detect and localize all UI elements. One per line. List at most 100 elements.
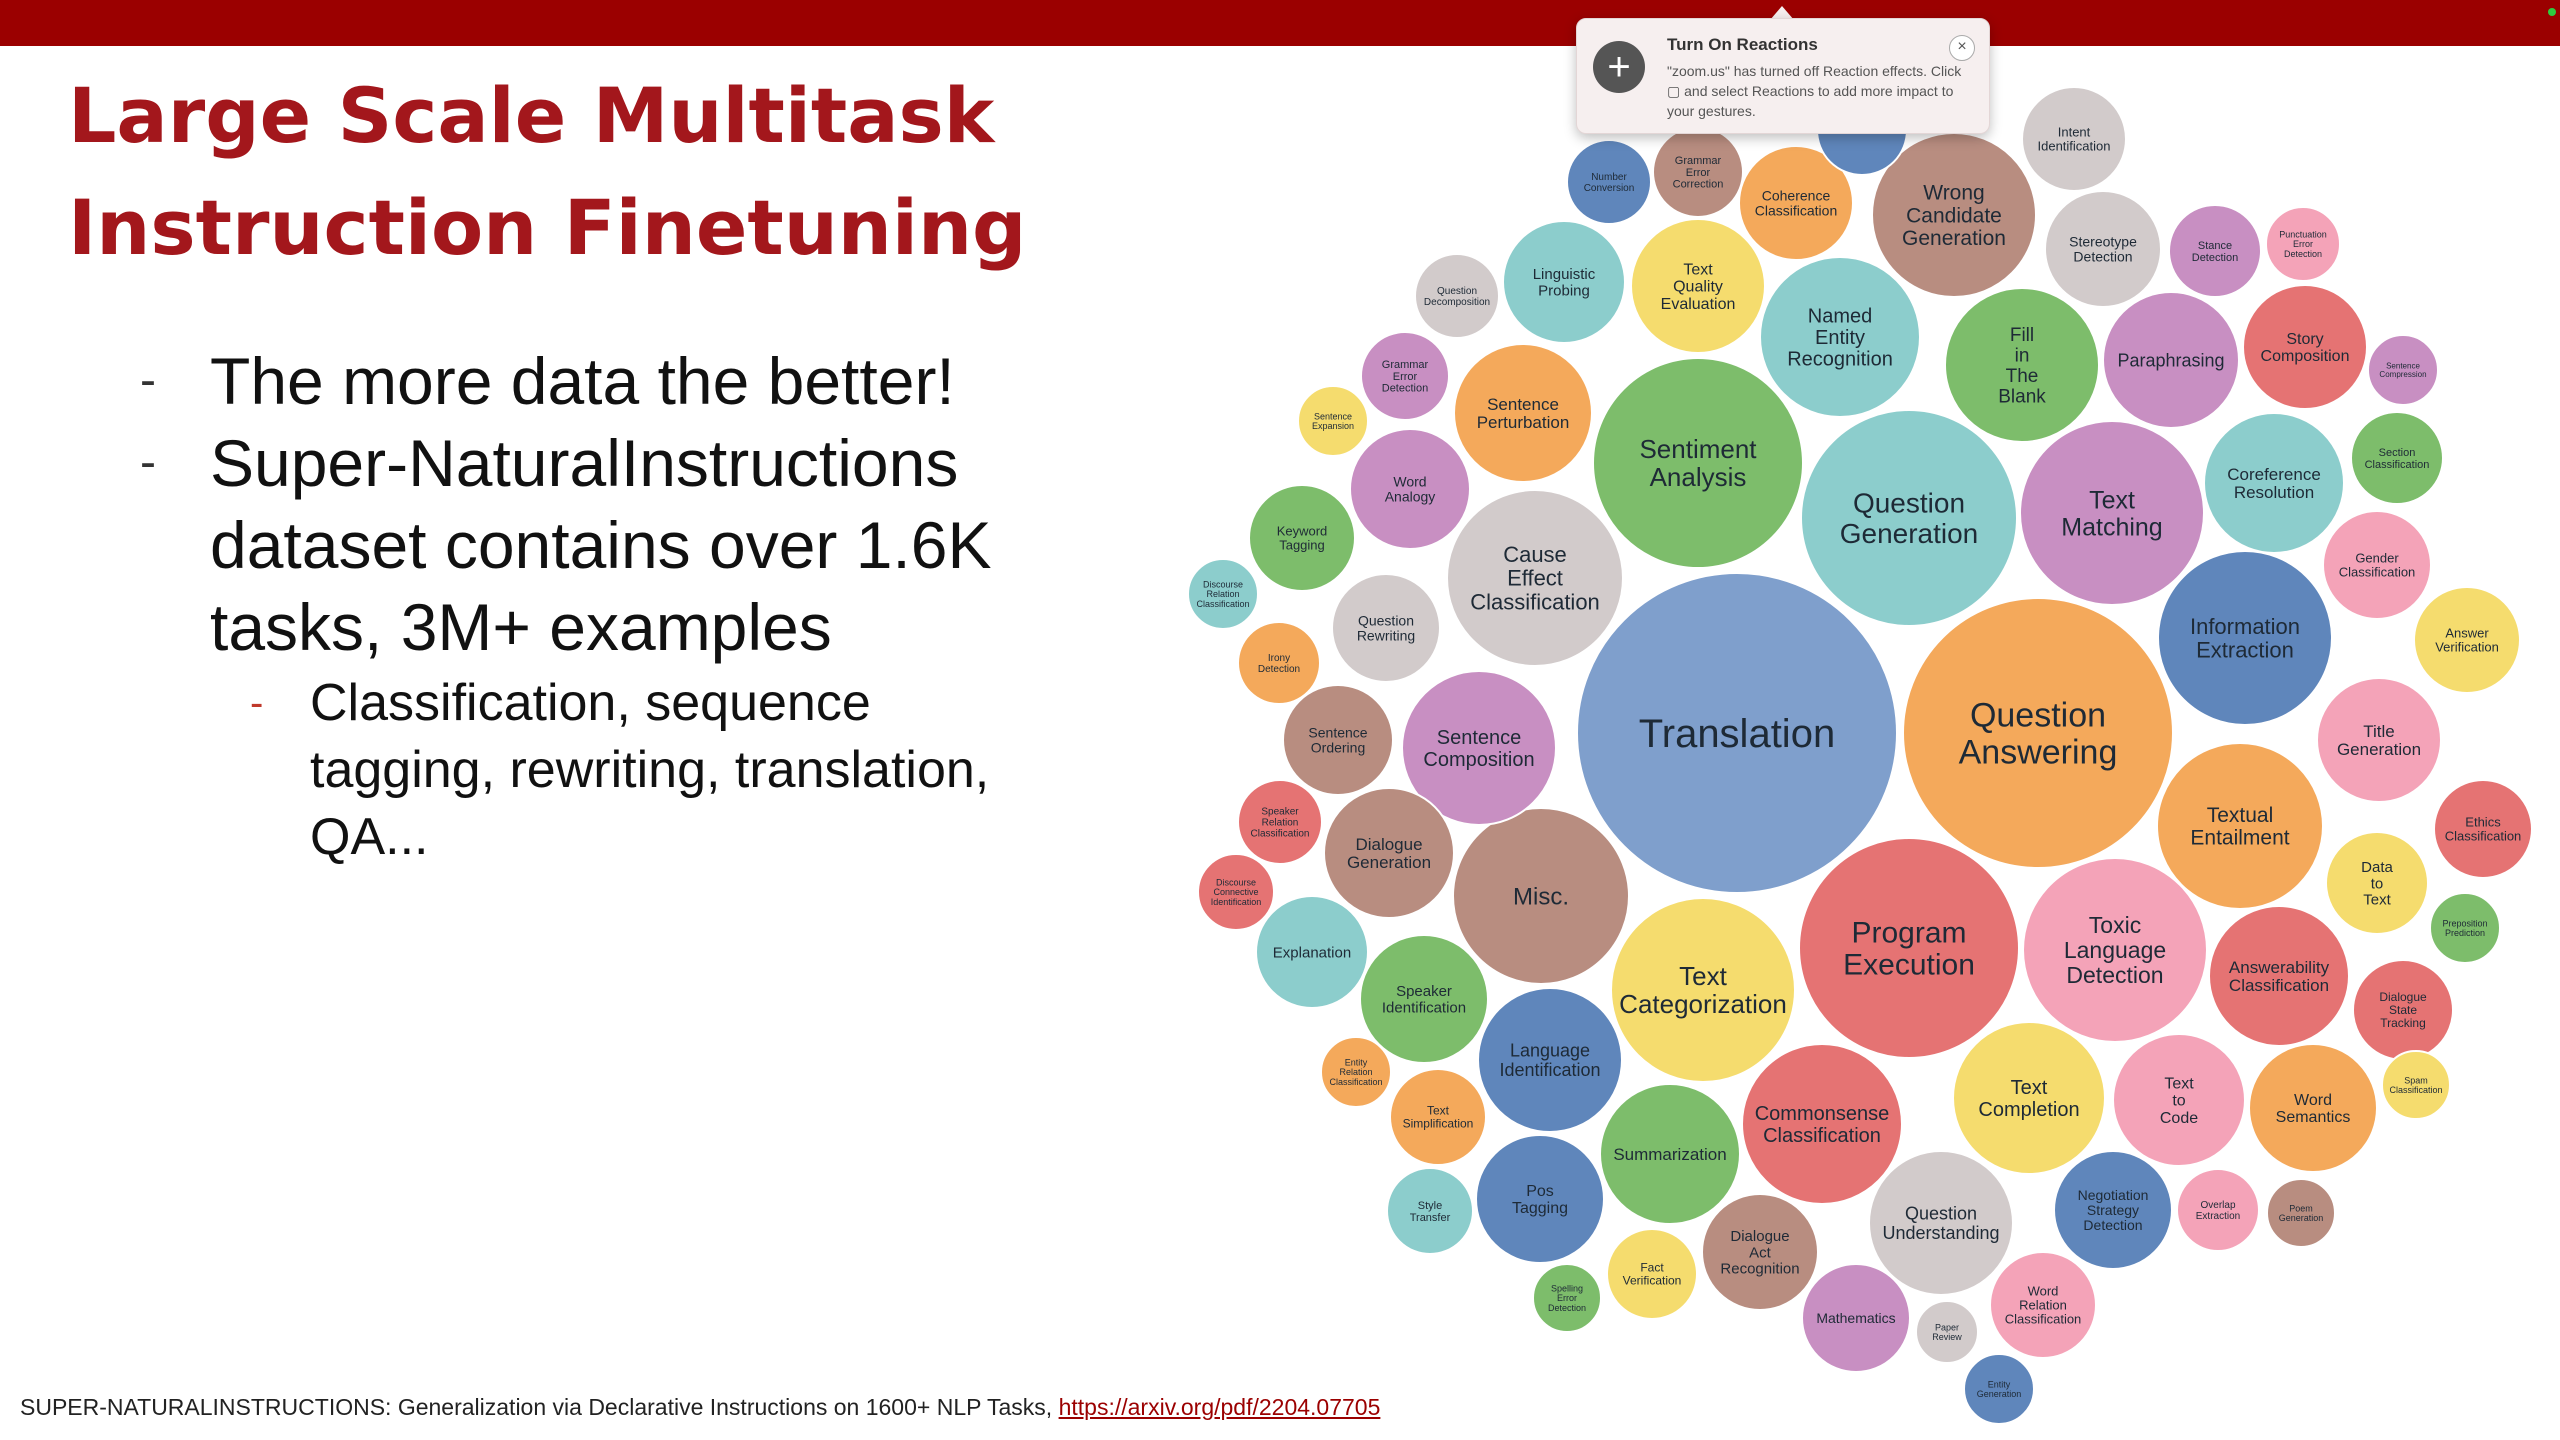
bubble-label: Explanation <box>1273 944 1351 961</box>
reactions-notification[interactable]: + Turn On Reactions "zoom.us" has turned… <box>1576 18 1990 134</box>
bullet-item: - Super-NaturalInstructions dataset cont… <box>140 422 1100 668</box>
bubble-circle <box>1414 253 1500 339</box>
bubble-circle <box>1798 837 2020 1059</box>
bubble-label: Summarization <box>1613 1145 1726 1164</box>
bubble-circle <box>1606 1228 1698 1320</box>
bubble-circle <box>1320 1036 1392 1108</box>
bubble-circle <box>1532 1263 1602 1333</box>
bubble-circle <box>1297 385 1369 457</box>
bubble-circle <box>1944 287 2100 443</box>
notification-caret <box>1770 6 1794 20</box>
bullet-list: - The more data the better! - Super-Natu… <box>140 340 1100 871</box>
title-line-2: Instruction Finetuning <box>68 183 1027 272</box>
bubble-circle <box>1801 1263 1911 1373</box>
bubble-label: Paraphrasing <box>2117 350 2224 370</box>
bubble-circle <box>2168 204 2262 298</box>
bubble-circle <box>2266 1178 2336 1248</box>
bubble-circle <box>1989 1251 2097 1359</box>
bubble-circle <box>2413 586 2521 694</box>
slide-title: Large Scale Multitask Instruction Finetu… <box>68 60 1068 284</box>
bubble-circle <box>1576 572 1898 894</box>
bubble-summarization: Summarization <box>1599 1083 1741 1225</box>
sub-bullet-item: - Classification, sequence tagging, rewr… <box>140 670 1100 871</box>
bubble-circle <box>1237 779 1323 865</box>
close-icon[interactable]: × <box>1949 35 1975 61</box>
bubble-circle <box>1331 573 1441 683</box>
bubble-circle <box>2367 334 2439 406</box>
header-bar <box>0 0 2560 46</box>
bubble-circle <box>2019 420 2205 606</box>
bubble-circle <box>2102 291 2240 429</box>
bubble-circle <box>2112 1033 2246 1167</box>
bubble-circle <box>1800 409 2018 627</box>
bubble-circle <box>1475 1134 1605 1264</box>
citation-link[interactable]: https://arxiv.org/pdf/2204.07705 <box>1058 1394 1381 1420</box>
bubble-circle <box>2248 1043 2378 1173</box>
bubble-circle <box>1566 139 1652 225</box>
sub-bullet-dash: - <box>250 681 264 725</box>
bubble-circle <box>2157 550 2333 726</box>
bubble-circle <box>1868 1150 2014 1296</box>
bubble-label: Misc. <box>1513 883 1569 910</box>
status-dot <box>2548 8 2556 16</box>
bubble-circle <box>2156 742 2324 910</box>
